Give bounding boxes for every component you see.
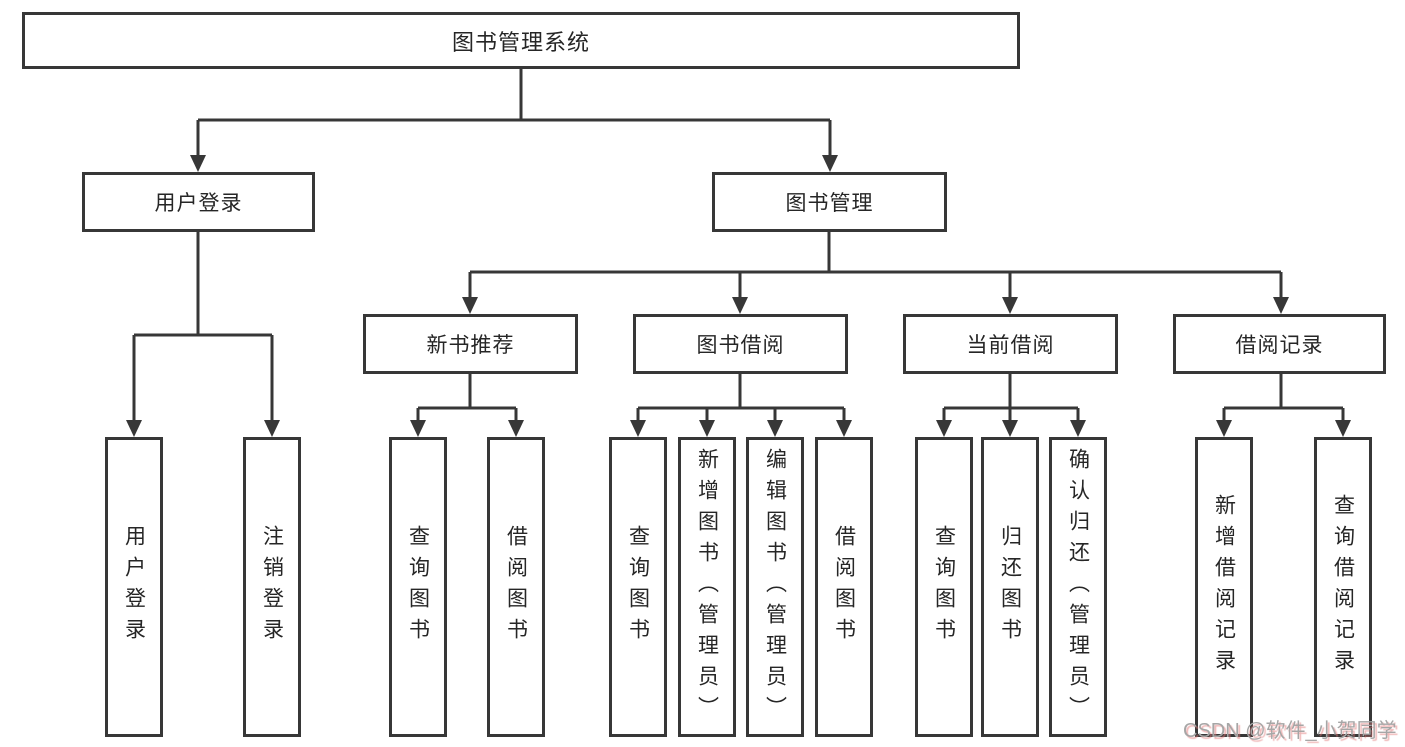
leaf-borrow-books-borrowing: 借阅图书 (815, 437, 873, 737)
arrowheads (126, 155, 1351, 437)
arrowhead (1216, 420, 1232, 437)
arrowhead (936, 420, 952, 437)
arrowhead (699, 420, 715, 437)
connector-paths (132, 69, 1345, 422)
leaf-add-book-admin: 新增图书（管理员） (678, 437, 736, 737)
leaf-logout: 注销登录 (243, 437, 301, 737)
node-user-login: 用户登录 (82, 172, 315, 232)
leaf-confirm-return-admin: 确认归还（管理员） (1049, 437, 1107, 737)
arrowhead (836, 420, 852, 437)
node-book-borrowing: 图书借阅 (633, 314, 848, 374)
arrowhead (264, 420, 280, 437)
leaf-add-borrow-record: 新增借阅记录 (1195, 437, 1253, 737)
arrowhead (767, 420, 783, 437)
arrowhead (630, 420, 646, 437)
leaf-borrow-books-recommend: 借阅图书 (487, 437, 545, 737)
arrowhead (508, 420, 524, 437)
leaf-return-book: 归还图书 (981, 437, 1039, 737)
arrowhead (822, 155, 838, 172)
leaf-query-books-borrowing: 查询图书 (609, 437, 667, 737)
csdn-watermark: CSDN @软件_小贺同学 (1183, 720, 1397, 742)
arrowhead (1273, 297, 1289, 314)
node-book-management-system: 图书管理系统 (22, 12, 1020, 69)
arrowhead (190, 155, 206, 172)
arrowhead (1002, 297, 1018, 314)
arrowhead (410, 420, 426, 437)
connector-path (132, 69, 1345, 422)
node-current-borrowing: 当前借阅 (903, 314, 1118, 374)
leaf-query-books-current: 查询图书 (915, 437, 973, 737)
leaf-user-login: 用户登录 (105, 437, 163, 737)
leaf-edit-book-admin: 编辑图书（管理员） (746, 437, 804, 737)
arrowhead (1002, 420, 1018, 437)
arrowhead (1070, 420, 1086, 437)
node-book-management: 图书管理 (712, 172, 947, 232)
arrowhead (1335, 420, 1351, 437)
node-borrowing-records: 借阅记录 (1173, 314, 1386, 374)
arrowhead (126, 420, 142, 437)
leaf-query-borrow-record: 查询借阅记录 (1314, 437, 1372, 737)
arrowhead (732, 297, 748, 314)
node-new-book-recommendation: 新书推荐 (363, 314, 578, 374)
leaf-query-books-recommend: 查询图书 (389, 437, 447, 737)
arrowhead (462, 297, 478, 314)
